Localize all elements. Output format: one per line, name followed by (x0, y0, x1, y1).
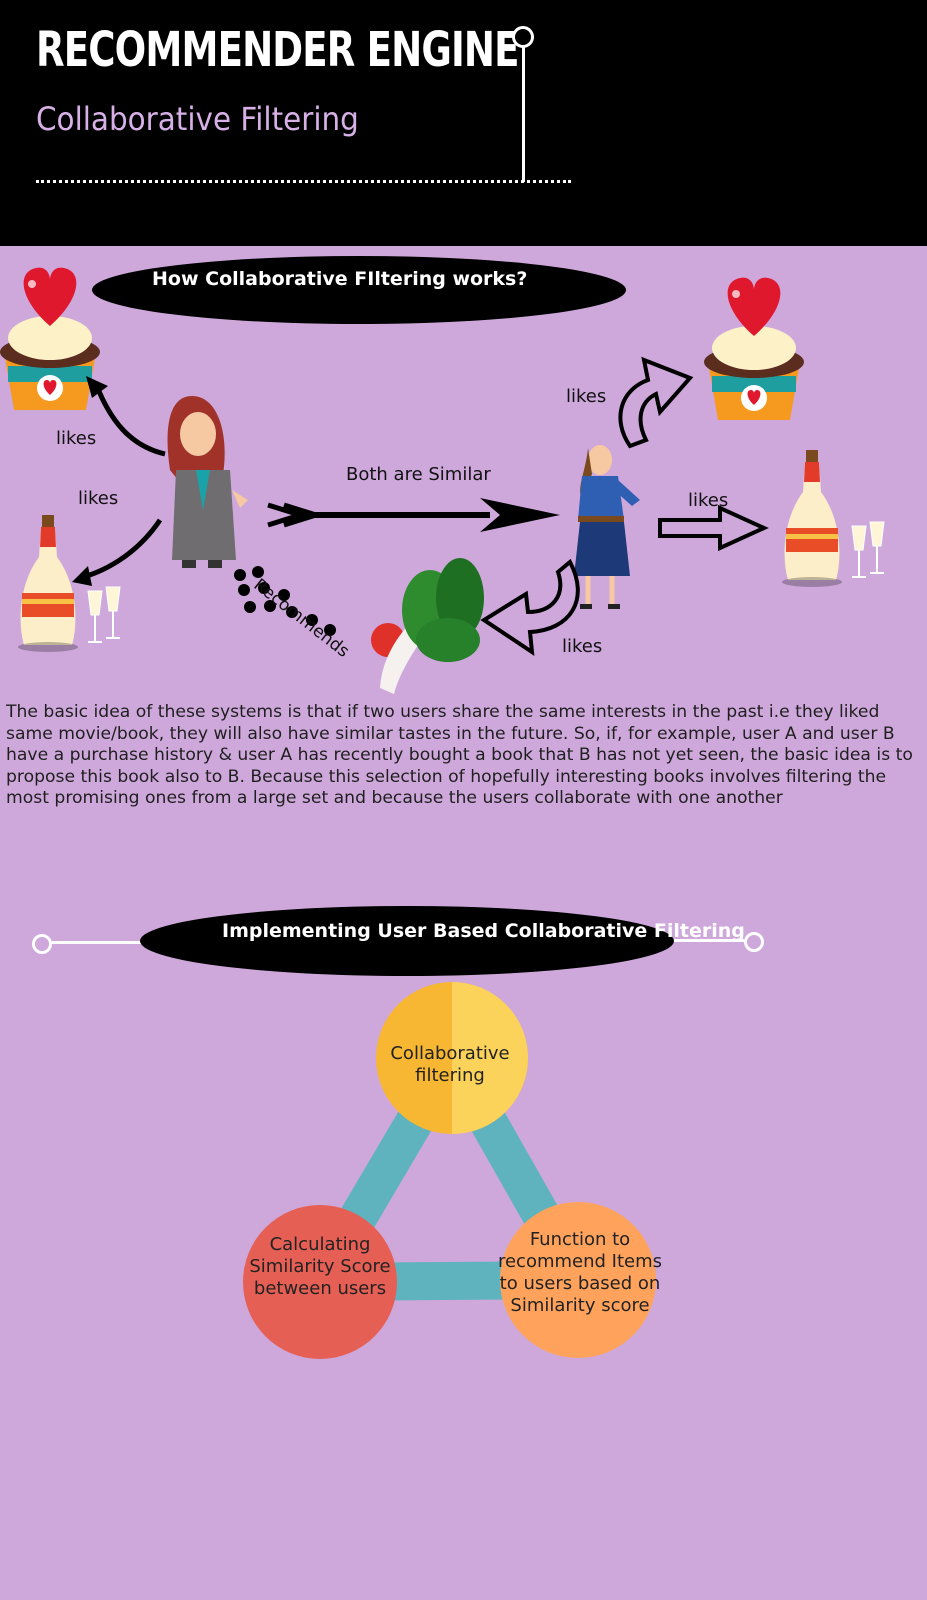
arrow-to-bottle-right-icon (658, 504, 769, 552)
user-a-icon (167, 396, 248, 568)
dotted-divider (36, 180, 571, 183)
section-heading-how-it-works: How Collaborative FIltering works? (92, 256, 626, 324)
node-similarity-score-label: Calculating Similarity Score between use… (249, 1234, 391, 1299)
cupcake-right-icon (704, 277, 804, 420)
header-banner: RECOMMENDER ENGINE Collaborative Filteri… (0, 0, 927, 246)
right-connector-line (664, 939, 744, 942)
label-likes-vegetable: likes (562, 636, 603, 657)
recommend-dots-icon (234, 566, 336, 636)
arrow-to-bottle-left-icon (79, 518, 163, 581)
label-likes-bottle-left: likes (78, 488, 119, 509)
label-likes-cake-left: likes (56, 428, 97, 449)
section-heading-text: How Collaborative FIltering works? (152, 268, 528, 290)
bottle-left-icon (17, 514, 121, 653)
section-heading-implementing: Implementing User Based Collaborative Fi… (140, 906, 745, 976)
pin-ring (512, 26, 534, 48)
left-connector-line (52, 941, 152, 944)
page-subtitle: Collaborative Filtering (36, 100, 359, 138)
label-likes-cake-right: likes (566, 386, 607, 407)
arrow-to-vegetable-icon (480, 558, 580, 657)
user-b-icon (574, 445, 640, 609)
section-heading-text-2: Implementing User Based Collaborative Fi… (222, 920, 745, 942)
description-paragraph: The basic idea of these systems is that … (6, 702, 913, 809)
cupcake-left-icon (0, 267, 100, 410)
node-recommend-function-label: Function to recommend Items to users bas… (497, 1229, 663, 1316)
label-likes-bottle-right: likes (688, 490, 729, 511)
arrow-to-cupcake-right-icon (618, 356, 694, 449)
similarity-arrow-icon (267, 498, 560, 532)
illustration-layer (0, 267, 885, 694)
node-collaborative-filtering-label: Collaborative filtering (390, 1043, 510, 1086)
page-title: RECOMMENDER ENGINE (36, 22, 520, 78)
vegetable-icon (371, 558, 484, 694)
label-both-similar: Both are Similar (346, 464, 491, 485)
pin-line (522, 40, 525, 182)
bottle-right-icon (781, 449, 885, 588)
left-ring (32, 934, 52, 954)
arrow-to-cupcake-left-icon (93, 383, 166, 457)
right-ring (744, 932, 764, 952)
